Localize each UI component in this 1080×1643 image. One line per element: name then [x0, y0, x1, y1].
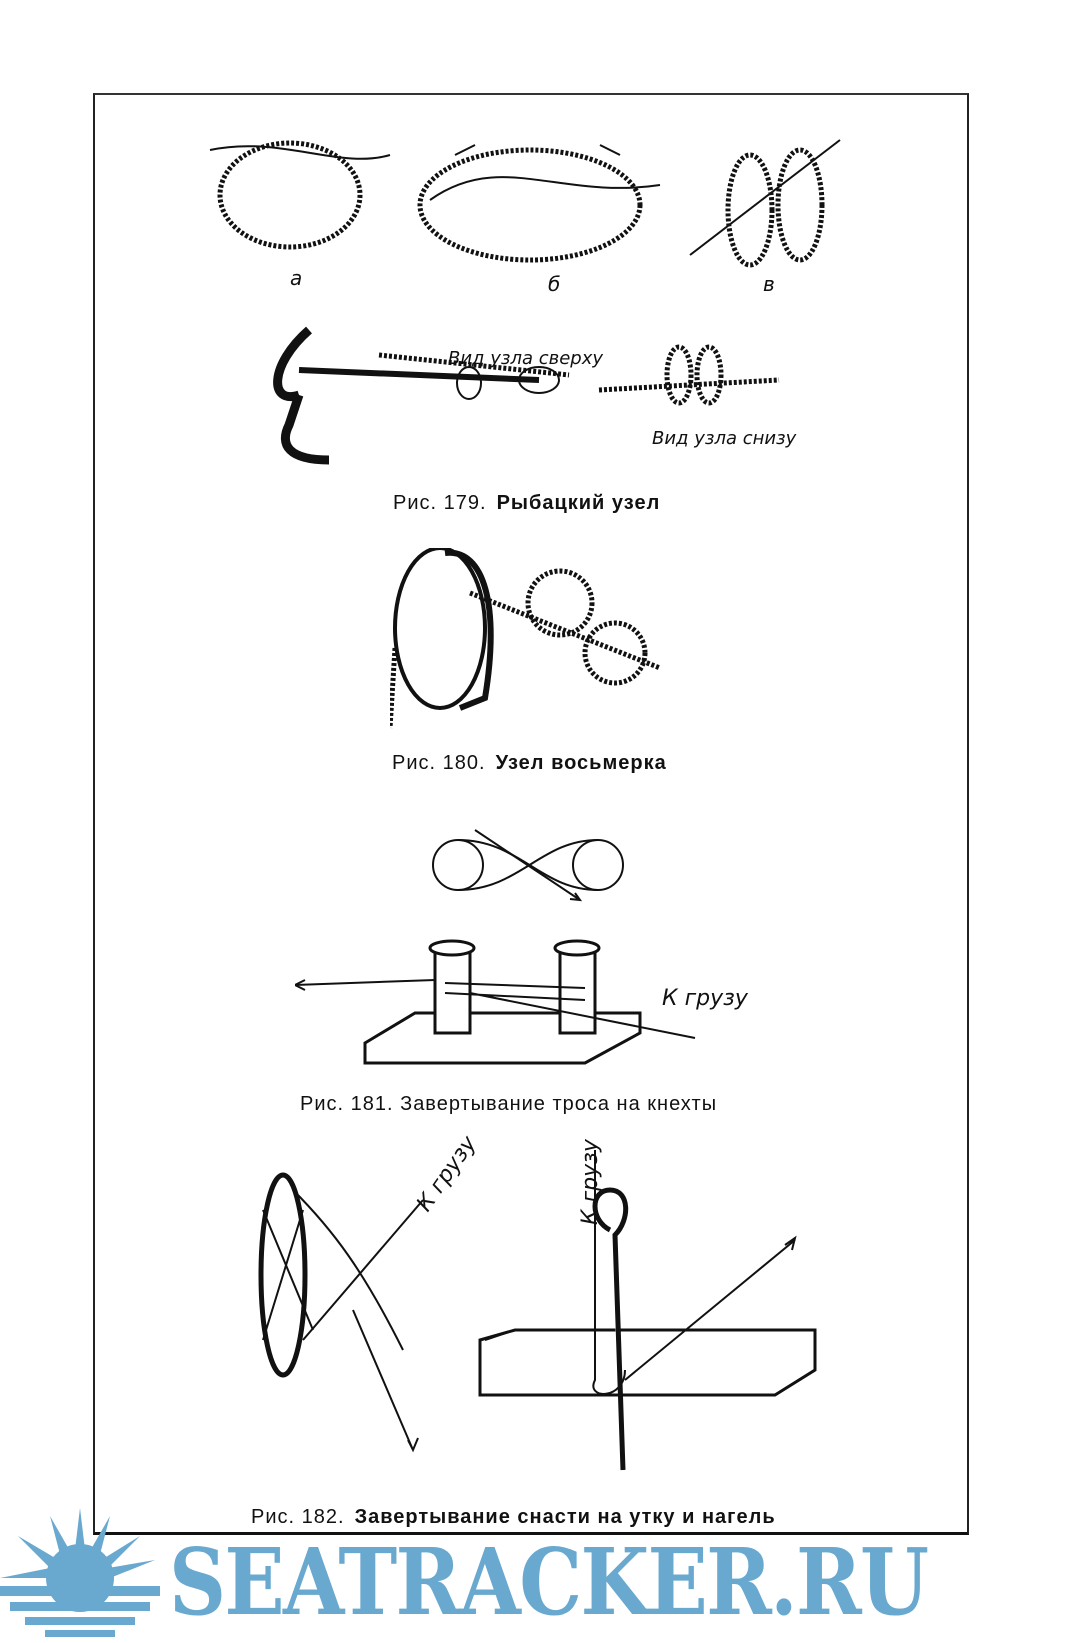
anchor-knot-illustration: [273, 326, 780, 465]
figure-180-caption-title: Узел восьмерка: [495, 752, 667, 774]
step-label-v: в: [763, 272, 775, 296]
fishermans-knot-steps-illustration: [209, 139, 841, 268]
figure-eight-knot-illustration: [390, 548, 661, 729]
view-from-top-label: Вид узла сверху: [448, 348, 604, 369]
bollards-illustration: [295, 939, 696, 1065]
cleat-illustration: [258, 1172, 424, 1453]
figure-180-caption-number: Рис. 180.: [392, 752, 486, 774]
figure-eight-diagram: [432, 829, 624, 902]
step-label-b: б: [548, 272, 561, 296]
figure-182-caption-number: Рис. 182.: [251, 1506, 345, 1528]
page-border: [93, 93, 969, 1535]
figure-179-caption-title: Рыбацкий узел: [496, 492, 661, 514]
sun-logo-icon: [0, 1508, 160, 1637]
belaying-pin-illustration: [478, 1150, 817, 1471]
figure-182-caption-title: Завертывание снасти на утку и нагель: [354, 1506, 776, 1528]
to-load-right-label: К грузу: [578, 1139, 603, 1225]
step-label-a: а: [290, 266, 303, 290]
figure-179-caption-number: Рис. 179.: [393, 492, 487, 514]
watermark-text: SEATRACKER.RU: [169, 1528, 929, 1636]
view-from-bottom-label: Вид узла снизу: [652, 428, 797, 449]
figure-181-caption: Рис. 181. Завертывание троса на кнехты: [300, 1093, 718, 1115]
to-load-label: К грузу: [662, 986, 748, 1011]
